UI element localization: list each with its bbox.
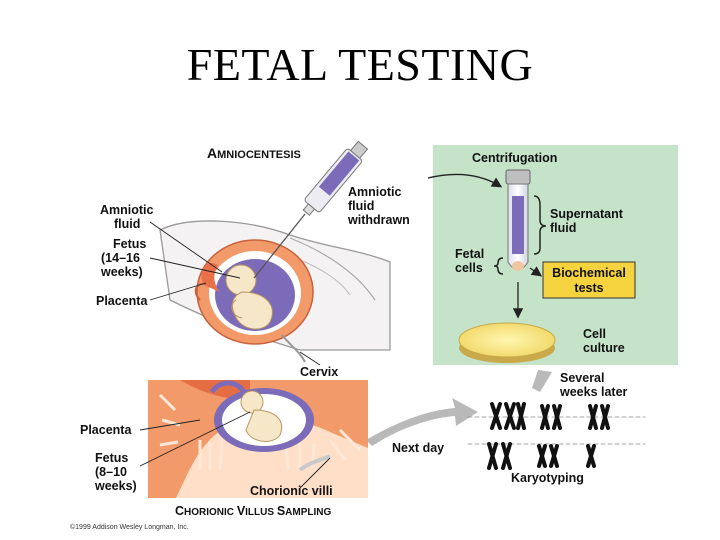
arrow-to-tube <box>427 173 503 188</box>
petri-dish <box>458 322 556 363</box>
karyotype <box>467 402 646 470</box>
arrow-to-biochemical <box>529 266 543 277</box>
supernatant-bracket <box>533 195 547 255</box>
centrifuge-tube <box>505 169 531 271</box>
placenta-cvs-label: Placenta <box>80 423 132 437</box>
leader-chorionic-villi <box>299 457 331 489</box>
fetal-cells-bracket <box>493 257 504 275</box>
slide-title: FETAL TESTING <box>186 39 534 90</box>
copyright-notice: ©1999 Addison Wesley Longman, Inc. <box>70 524 189 531</box>
leader-cvs-placenta <box>139 419 201 431</box>
karyotyping-label: Karyotyping <box>511 471 584 485</box>
centrifugation-label: Centrifugation <box>472 151 557 165</box>
cvs-illustration <box>148 380 368 498</box>
arrow-several-weeks <box>532 370 552 392</box>
leader-cvs-fetus <box>139 411 251 467</box>
leader-placenta <box>149 282 207 301</box>
leader-amniotic-fluid <box>149 221 223 273</box>
leader-fetus <box>149 257 241 279</box>
amniocentesis-illustration <box>159 140 391 363</box>
amniocentesis-heading: AMNIOCENTESIS <box>207 145 301 161</box>
cervix-label: Cervix <box>300 365 338 379</box>
chorionic-villi-label: Chorionic villi <box>250 484 333 498</box>
leader-cervix <box>299 351 321 366</box>
next-day-label: Next day <box>392 441 444 455</box>
cvs-heading: CHORIONIC VILLUS SAMPLING <box>175 504 332 518</box>
biochemical-tests-box <box>542 261 636 299</box>
placenta-amnio-label: Placenta <box>96 294 148 308</box>
arrow-next-day <box>366 398 478 446</box>
